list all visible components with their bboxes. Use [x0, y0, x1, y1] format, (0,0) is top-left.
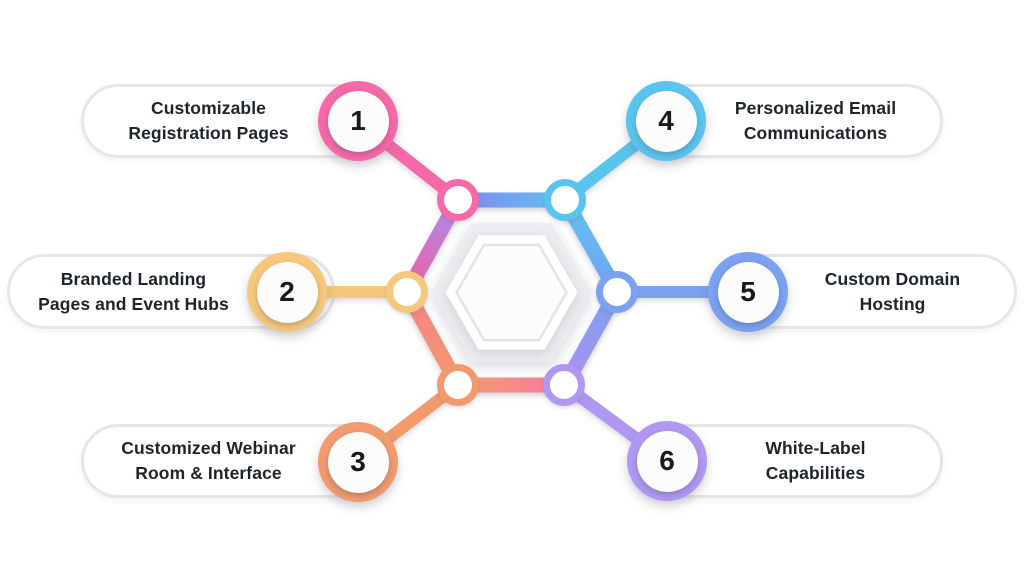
number-badge-4: 4 [626, 81, 706, 161]
number-badge-5: 5 [708, 252, 788, 332]
number-badge-3: 3 [318, 422, 398, 502]
number-badge-inner: 2 [256, 261, 318, 323]
feature-label-line2: Capabilities [765, 463, 866, 483]
number-text: 1 [350, 105, 366, 136]
hexagon-vertex-5 [596, 271, 638, 313]
number-text: 2 [279, 276, 295, 307]
number-badge-inner: 4 [635, 90, 697, 152]
feature-label-line2: Registration Pages [128, 123, 289, 143]
feature-label-line2: Pages and Event Hubs [38, 293, 229, 314]
feature-label-line1: Customizable [151, 98, 266, 118]
number-text: 3 [350, 446, 366, 477]
number-badge-inner: 6 [636, 430, 698, 492]
feature-label-line1: Personalized Email [734, 98, 897, 118]
center-hexagon [431, 223, 592, 362]
hexagon-vertex-4 [544, 179, 586, 221]
number-badge-2: 2 [247, 252, 327, 332]
hexagon-vertex-1 [437, 179, 479, 221]
hexagon-vertex-6 [543, 364, 585, 406]
feature-label-line1: Customized Webinar [121, 438, 296, 458]
feature-label-line2: Hosting [859, 293, 926, 314]
number-text: 4 [658, 105, 674, 136]
number-badge-inner: 5 [717, 261, 779, 323]
number-badge-inner: 3 [327, 431, 389, 493]
number-text: 6 [659, 445, 675, 476]
feature-label-line1: White-Label [765, 438, 866, 458]
number-badge-6: 6 [627, 421, 707, 501]
feature-label-line1: Branded Landing [60, 268, 207, 289]
feature-label-line2: Room & Interface [135, 463, 282, 483]
number-text: 5 [740, 276, 756, 307]
number-badge-inner: 1 [327, 90, 389, 152]
feature-label-line1: Custom Domain [824, 268, 961, 289]
feature-label-line2: Communications [743, 123, 888, 143]
hexagon-vertex-3 [437, 364, 479, 406]
number-badge-1: 1 [318, 81, 398, 161]
hexagon-vertex-2 [386, 271, 428, 313]
center-hexagon-inner [455, 243, 568, 342]
